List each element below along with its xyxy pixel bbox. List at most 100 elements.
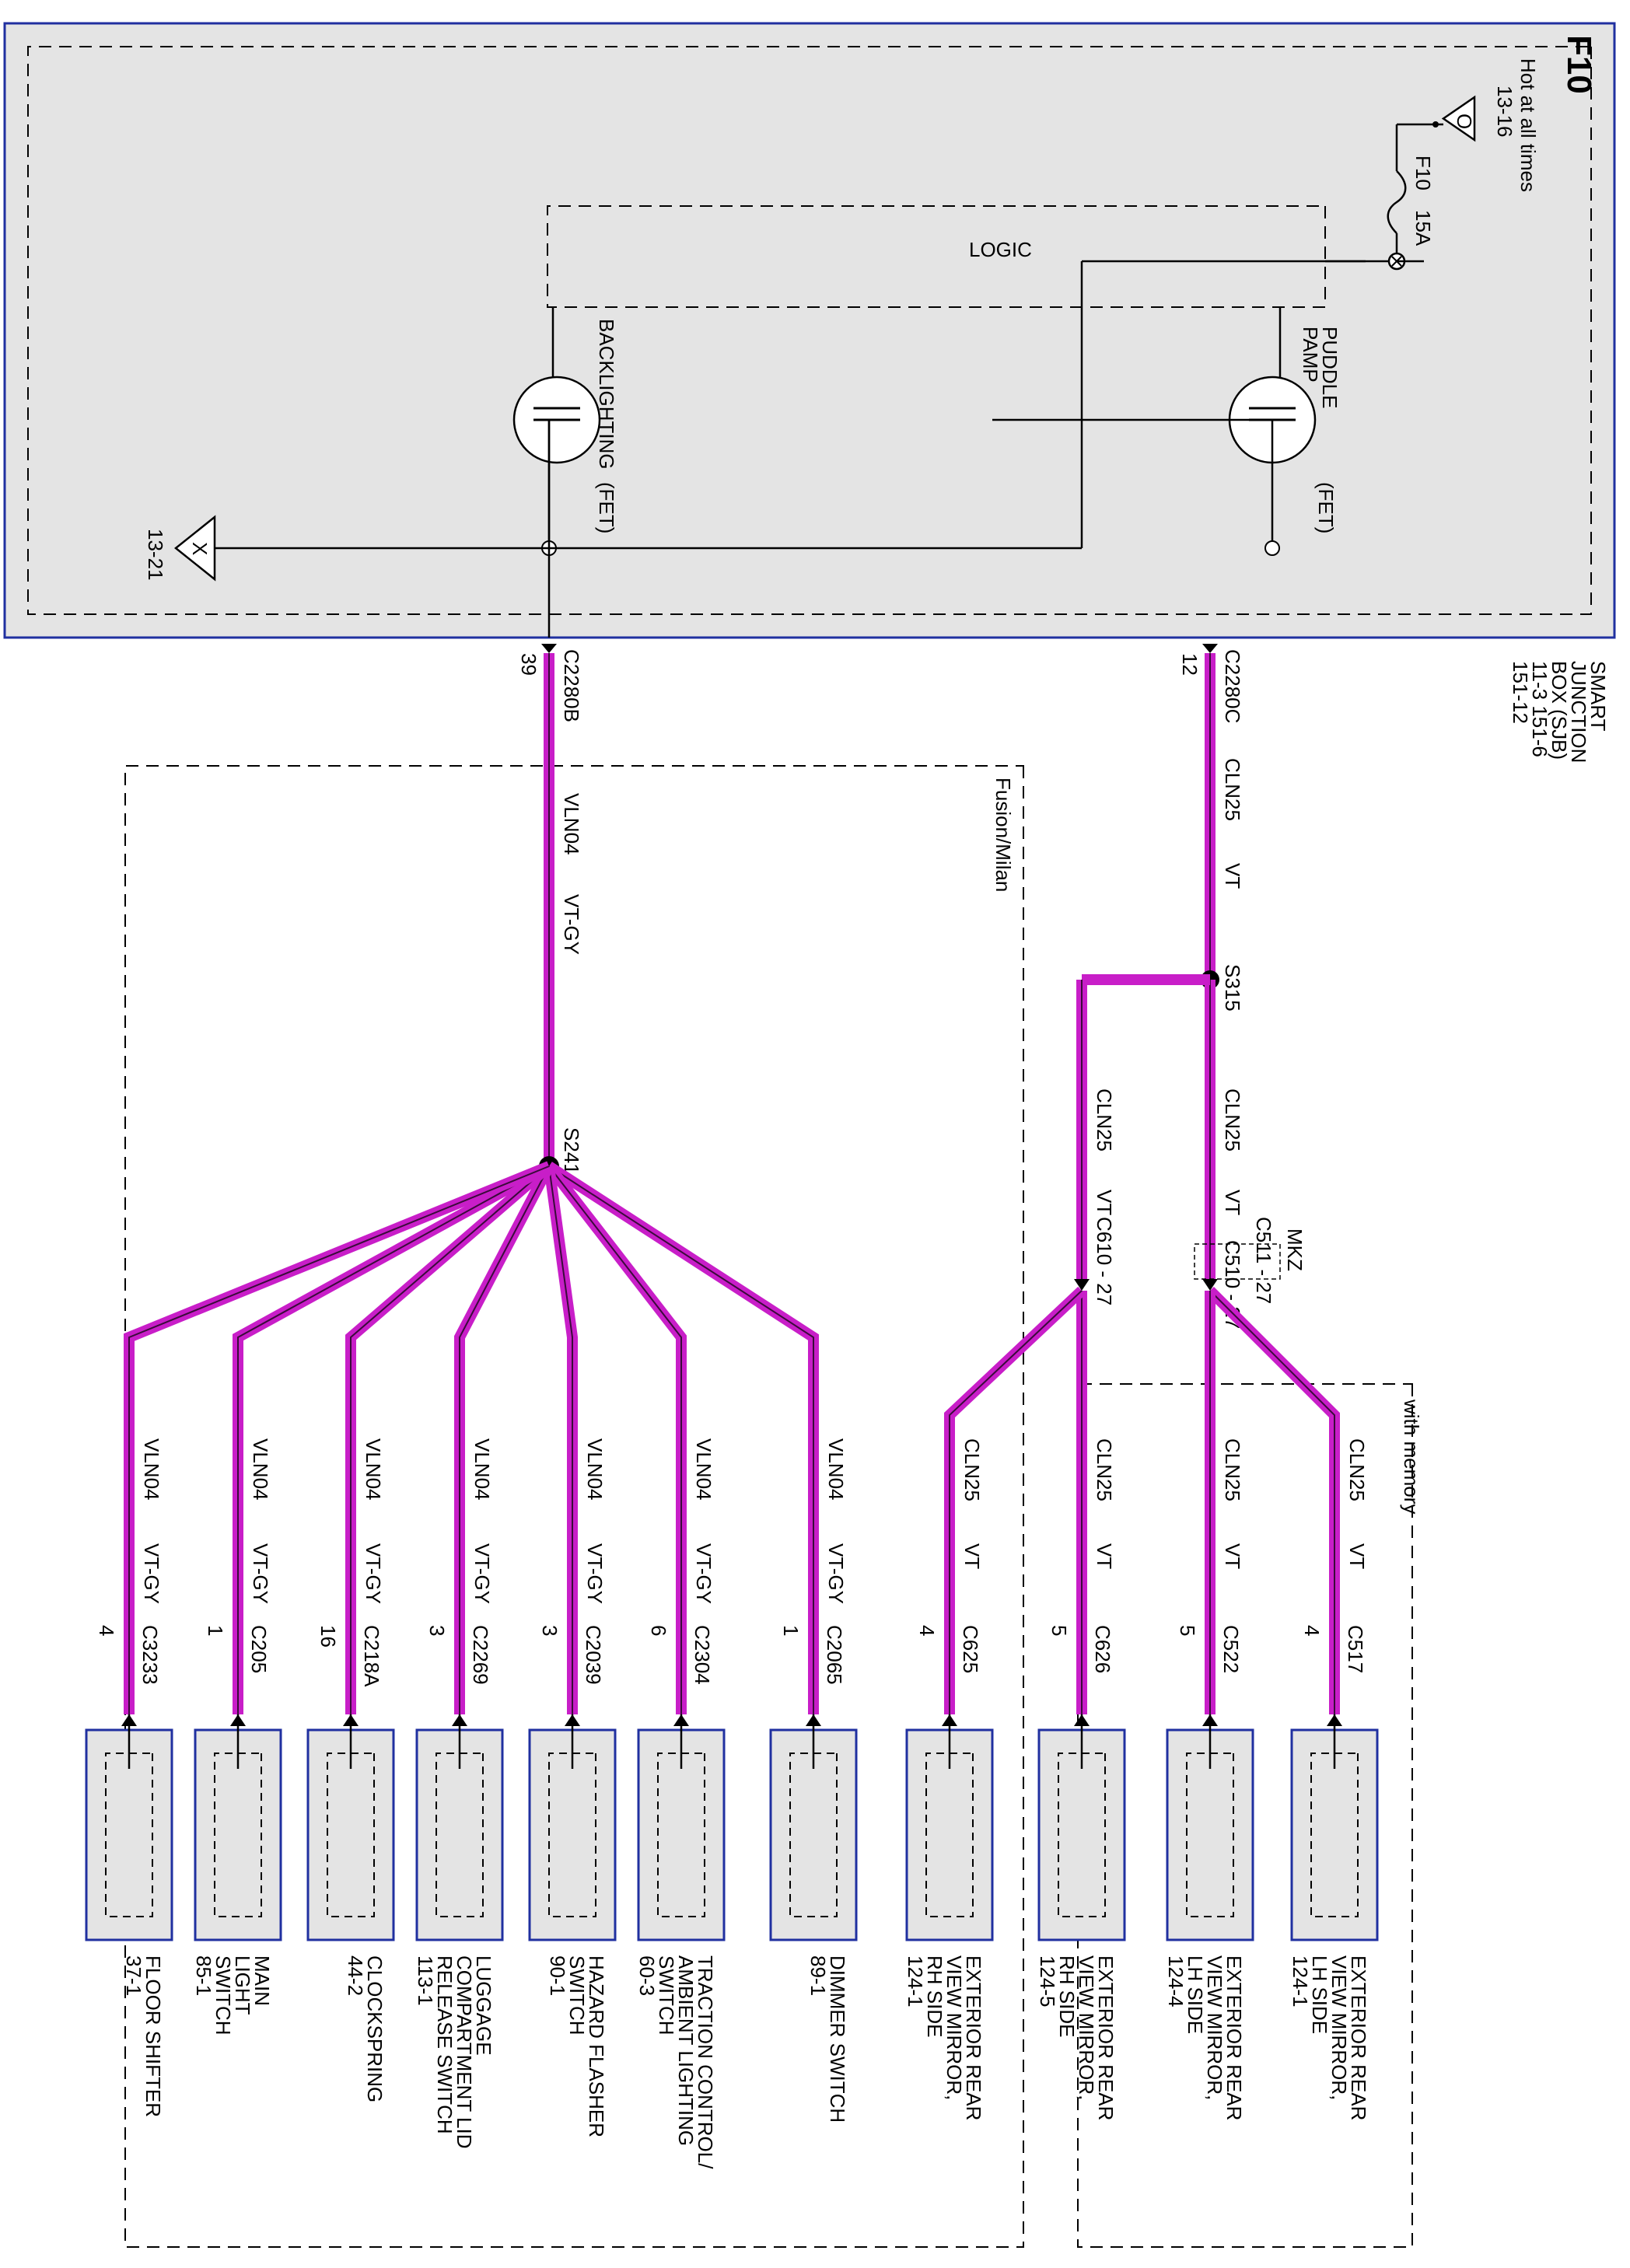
lower-branch-wire-4 <box>345 1162 553 1714</box>
wire-circuit-label: VLN04 <box>824 1438 848 1501</box>
upper-branch-wire-3 <box>944 1286 1086 1714</box>
component-name-line: 124-4 <box>1164 1955 1188 2008</box>
hot-at-all-times-label: Hot at all times <box>1516 58 1540 192</box>
wire-circuit-label: VLN04 <box>470 1438 494 1501</box>
c610-label: C610 - 27 <box>1093 1217 1116 1305</box>
c511-label: C511 - 27 <box>1252 1217 1275 1304</box>
ground-symbol <box>173 515 216 582</box>
wire-circuit-label: CLN25 <box>960 1438 984 1501</box>
component-name-line: 124-1 <box>1289 1955 1312 2008</box>
hot-ref-label: 13-16 <box>1493 86 1516 138</box>
wire-color-label: VT-GY <box>362 1543 385 1604</box>
wire-color-label: VT-GY <box>583 1543 607 1604</box>
component-name-line: EXTERIOR REAR <box>1222 1955 1246 2120</box>
component-name-line: SWITCH <box>655 1955 678 2036</box>
c2280c-connector-label: C2280C <box>1221 649 1244 723</box>
component-name-line: VIEW MIRROR, <box>1327 1955 1351 2100</box>
wire-color-label: VT-GY <box>470 1543 494 1604</box>
mkz-label: MKZ <box>1283 1228 1306 1271</box>
upper-branch-wire-0 <box>1206 1287 1340 1714</box>
component-name-line: COMPARTMENT LID <box>453 1955 476 2148</box>
c2280b-connector-arrow <box>541 644 557 653</box>
wire-circuit-label: VLN04 <box>692 1438 715 1501</box>
sjb-label-3: BOX (SJB) <box>1548 661 1571 760</box>
connector-pin: 1 <box>779 1625 803 1636</box>
component-name-line: DIMMER SWITCH <box>826 1955 849 2123</box>
fuse-rating: 15A <box>1411 210 1435 246</box>
component-name-line: 90-1 <box>546 1955 569 1996</box>
component-name-line: EXTERIOR REAR <box>1094 1955 1118 2120</box>
component-name-line: VIEW MIRROR, <box>1203 1955 1226 2100</box>
connector-pin: 6 <box>647 1625 670 1636</box>
component-name-line: EXTERIOR REAR <box>962 1955 985 2120</box>
component-name-line: 85-1 <box>192 1955 215 1996</box>
wire-circuit-label: CLN25 <box>1345 1438 1369 1501</box>
lower-trunk-circuit: VLN04 <box>560 793 583 855</box>
component-name-line: RELEASE SWITCH <box>433 1955 456 2134</box>
sjb-enclosure <box>3 22 1616 639</box>
component-name-line: 89-1 <box>806 1955 830 1996</box>
mkz-bracket <box>1194 1243 1281 1280</box>
wire-color-label: VT-GY <box>692 1543 715 1604</box>
lower-branch-wire-0 <box>546 1162 819 1714</box>
c2280c-connector-arrow <box>1202 644 1218 653</box>
connector-label: C2039 <box>582 1625 605 1685</box>
splice-s241-label: S241 <box>560 1127 583 1175</box>
component-name-line: 113-1 <box>414 1955 437 2006</box>
connector-pin: 4 <box>915 1625 939 1636</box>
component-name-line: LH SIDE <box>1308 1955 1331 2034</box>
connector-pin: 4 <box>1300 1625 1324 1636</box>
c610-connector-arrow <box>1074 1279 1090 1291</box>
component-name-line: MAIN <box>250 1955 274 2006</box>
connector-label: C2065 <box>823 1625 846 1685</box>
sjb-label-1: SMART <box>1586 661 1610 732</box>
component-name-line: 124-5 <box>1036 1955 1059 2008</box>
component-name-line: VIEW MIRROR, <box>943 1955 966 2100</box>
power-source-letter: O <box>1453 114 1476 129</box>
connector-label: C517 <box>1344 1625 1367 1673</box>
upper-lh-color: VT <box>1221 1190 1244 1215</box>
connector-label: C2304 <box>691 1625 714 1685</box>
sjb-label-4: 11-3 151-6 <box>1528 661 1551 757</box>
wire-circuit-label: CLN25 <box>1221 1438 1244 1501</box>
upper-lh-circuit: CLN25 <box>1221 1089 1244 1151</box>
component-name-line: LH SIDE <box>1184 1955 1207 2034</box>
upper-rh-color: VT <box>1093 1190 1116 1215</box>
logic-block <box>547 205 1326 308</box>
connector-pin: 1 <box>204 1625 227 1636</box>
component-name-line: RH SIDE <box>923 1955 946 2037</box>
logic-label: LOGIC <box>969 238 1032 261</box>
ground-letter: X <box>188 542 212 555</box>
puddle-lamp-label-2: PAMP <box>1299 327 1322 383</box>
wire-color-label: VT <box>1221 1543 1244 1569</box>
wire-color-label: VT-GY <box>824 1543 848 1604</box>
puddle-lamp-fet-label: (FET) <box>1314 482 1338 533</box>
connector-label: C625 <box>959 1625 982 1673</box>
ground-ref: 13-21 <box>144 529 167 581</box>
connector-pin: 3 <box>425 1625 449 1636</box>
connector-pin: 16 <box>317 1625 340 1648</box>
component-name-line: RH SIDE <box>1055 1955 1079 2037</box>
lower-branch-wire-2 <box>544 1165 578 1714</box>
connector-pin: 5 <box>1048 1625 1071 1636</box>
component-name-line: EXTERIOR REAR <box>1347 1955 1370 2120</box>
wire-color-label: VT-GY <box>249 1543 272 1604</box>
connector-pin: 5 <box>1176 1625 1199 1636</box>
upper-rh-wire <box>1076 974 1210 1279</box>
with-memory-label: with memory <box>1400 1399 1423 1514</box>
component-name-line: 37-1 <box>122 1955 145 1996</box>
upper-lh-wire <box>1205 980 1216 1279</box>
component-name-line: CLOCKSPRING <box>363 1955 387 2102</box>
component-name-line: 44-2 <box>344 1955 367 1996</box>
component-name-line: 124-1 <box>904 1955 927 2008</box>
connector-label: C218A <box>360 1625 383 1687</box>
power-source-symbol <box>1441 95 1476 142</box>
connector-pin: 3 <box>538 1625 561 1636</box>
c2280c-pin: 12 <box>1178 653 1202 676</box>
